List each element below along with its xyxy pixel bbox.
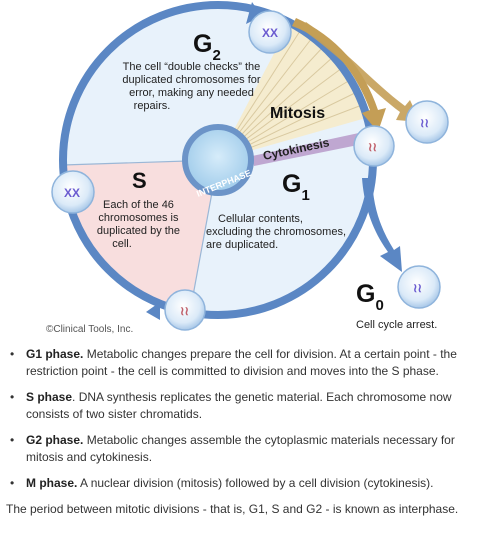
chromosome-pair-icon: ≀≀: [368, 140, 377, 154]
interphase-center: [182, 124, 254, 196]
cell-g2: XX: [248, 10, 292, 54]
ring-arrow-bottom: [146, 302, 160, 320]
g1-description: Cellular contents, excluding the chromos…: [206, 213, 349, 251]
phase-notes: G1 phase. Metabolic changes prepare the …: [0, 346, 496, 518]
chromosome-pair-icon: XX: [262, 26, 278, 40]
s-description: Each of the 46 chromosomes is duplicated…: [97, 199, 183, 250]
g0-description: Cell cycle arrest.: [356, 319, 437, 331]
phase-list: G1 phase. Metabolic changes prepare the …: [0, 346, 496, 492]
interphase-footnote: The period between mitotic divisions - t…: [6, 502, 459, 516]
mitosis-label: Mitosis: [270, 105, 325, 122]
chromosome-pair-icon: XX: [64, 186, 80, 200]
g2-label: G2: [193, 30, 221, 64]
s-sector: [63, 160, 218, 312]
s-label: S: [132, 168, 147, 193]
cell-s: XX: [51, 170, 95, 214]
credit-text: ©Clinical Tools, Inc.: [46, 324, 133, 335]
cell-g0: ≀≀: [397, 265, 441, 309]
cell-right: ≀≀: [405, 100, 449, 144]
chromosome-pair-icon: ≀≀: [420, 116, 429, 130]
mitosis-arrow-right: [300, 22, 420, 122]
cell-cycle-diagram: INTERPHASE XX XX ≀≀ ≀≀ ≀≀ ≀≀ G2 The: [46, 1, 449, 335]
list-item-s: S phase. DNA synthesis replicates the ge…: [10, 389, 488, 423]
g0-arrow: [362, 178, 402, 272]
g2-description: The cell “double checks” the duplicated …: [122, 61, 263, 112]
chromosome-pair-icon: ≀≀: [413, 281, 422, 295]
cell-g1-bottom: ≀≀: [164, 289, 206, 331]
list-item-g2: G2 phase. Metabolic changes assemble the…: [10, 432, 488, 466]
g1-label: G1: [282, 170, 310, 204]
ring-arrow-top: [246, 2, 262, 24]
cell-cytokinesis: ≀≀: [353, 125, 395, 167]
cytokinesis-band: [252, 131, 368, 166]
g0-label: G0: [356, 280, 384, 314]
mitosis-arrow: [292, 18, 386, 132]
list-item-m: M phase. A nuclear division (mitosis) fo…: [10, 475, 488, 492]
list-item-g1: G1 phase. Metabolic changes prepare the …: [10, 346, 488, 380]
chromosome-pair-icon: ≀≀: [180, 304, 189, 318]
